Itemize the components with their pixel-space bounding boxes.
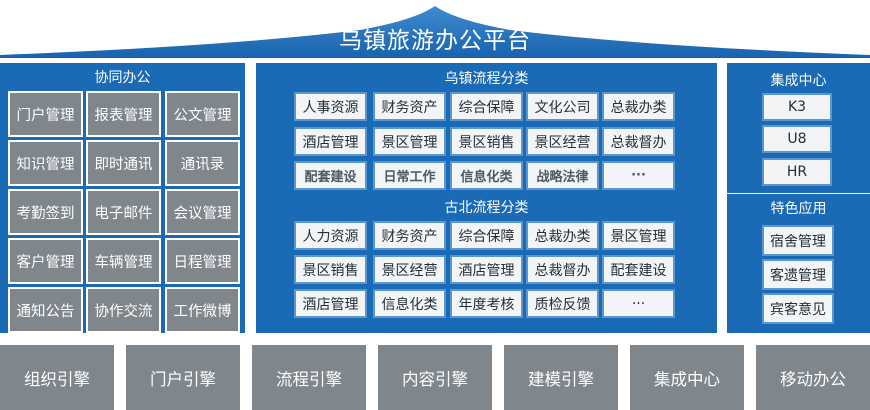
- collab-item[interactable]: 通知公告: [8, 287, 83, 333]
- wuzhen-item[interactable]: 人事资源: [294, 92, 367, 121]
- collab-item[interactable]: 电子邮件: [86, 189, 161, 235]
- collab-item[interactable]: 通讯录: [165, 140, 240, 186]
- wuzhen-item[interactable]: 总裁督办: [602, 127, 675, 156]
- wuzhen-item[interactable]: ···: [602, 161, 675, 190]
- collab-item[interactable]: 车辆管理: [86, 238, 161, 284]
- integration-item[interactable]: K3: [762, 93, 832, 121]
- collab-panel-title: 协同办公: [94, 70, 151, 86]
- gubei-item[interactable]: 质检反馈: [526, 289, 599, 318]
- collab-item[interactable]: 即时通讯: [86, 140, 161, 186]
- gubei-panel-title: 古北流程分类: [444, 200, 529, 216]
- engine-tile[interactable]: 建模引擎: [504, 345, 618, 410]
- integration-panel-title: 集成中心: [770, 73, 827, 89]
- collab-item[interactable]: 协作交流: [86, 287, 161, 333]
- gubei-item[interactable]: 财务资产: [373, 221, 446, 250]
- collab-item[interactable]: 知识管理: [8, 140, 83, 186]
- special-panel-title: 特色应用: [770, 201, 827, 217]
- collab-item[interactable]: 客户管理: [8, 238, 83, 284]
- special-item[interactable]: 宿舍管理: [762, 225, 834, 256]
- engine-tile[interactable]: 门户引擎: [126, 345, 240, 410]
- integration-item[interactable]: HR: [762, 158, 832, 186]
- collab-item[interactable]: 会议管理: [165, 189, 240, 235]
- integration-item[interactable]: U8: [762, 125, 832, 153]
- wuzhen-item[interactable]: 财务资产: [373, 92, 446, 121]
- engine-tile[interactable]: 内容引擎: [378, 345, 492, 410]
- wuzhen-item[interactable]: 日常工作: [373, 161, 446, 190]
- wuzhen-item[interactable]: 酒店管理: [294, 127, 367, 156]
- gubei-item[interactable]: 景区销售: [294, 255, 367, 284]
- wuzhen-panel-title: 乌镇流程分类: [444, 71, 529, 87]
- engine-tile[interactable]: 组织引擎: [0, 345, 114, 410]
- wuzhen-item[interactable]: 景区经营: [526, 127, 599, 156]
- wuzhen-item[interactable]: 战略法律: [526, 161, 599, 190]
- collab-item[interactable]: 报表管理: [86, 91, 161, 137]
- gubei-item[interactable]: 景区经营: [373, 255, 446, 284]
- wuzhen-item[interactable]: 景区管理: [373, 127, 446, 156]
- collab-item[interactable]: 日程管理: [165, 238, 240, 284]
- collab-item[interactable]: 考勤签到: [8, 189, 83, 235]
- collab-item[interactable]: 门户管理: [8, 91, 83, 137]
- gubei-item[interactable]: 酒店管理: [450, 255, 523, 284]
- collab-item[interactable]: 工作微博: [165, 287, 240, 333]
- engine-tile[interactable]: 移动办公: [756, 345, 870, 410]
- gubei-item[interactable]: 信息化类: [373, 289, 446, 318]
- gubei-item[interactable]: 配套建设: [602, 255, 675, 284]
- engine-tile[interactable]: 流程引擎: [252, 345, 366, 410]
- wuzhen-item[interactable]: 景区销售: [450, 127, 523, 156]
- wuzhen-item[interactable]: 信息化类: [450, 161, 523, 190]
- special-item[interactable]: 宾客意见: [762, 293, 834, 324]
- panel-divider: [727, 193, 870, 194]
- page-title: 乌镇旅游办公平台: [339, 28, 531, 54]
- engine-tile[interactable]: 集成中心: [630, 345, 744, 410]
- header-roof: [0, 6, 870, 58]
- wuzhen-item[interactable]: 总裁办类: [602, 92, 675, 121]
- gubei-item[interactable]: 总裁办类: [526, 221, 599, 250]
- gubei-item[interactable]: 年度考核: [450, 289, 523, 318]
- gubei-item[interactable]: 酒店管理: [294, 289, 367, 318]
- wuzhen-item[interactable]: 文化公司: [526, 92, 599, 121]
- gubei-item[interactable]: 人力资源: [294, 221, 367, 250]
- gubei-item[interactable]: ···: [602, 289, 675, 318]
- collab-item[interactable]: 公文管理: [165, 91, 240, 137]
- gubei-item[interactable]: 综合保障: [450, 221, 523, 250]
- wuzhen-item[interactable]: 综合保障: [450, 92, 523, 121]
- gubei-item[interactable]: 景区管理: [602, 221, 675, 250]
- gubei-item[interactable]: 总裁督办: [526, 255, 599, 284]
- special-item[interactable]: 客遗管理: [762, 259, 834, 290]
- wuzhen-item[interactable]: 配套建设: [294, 161, 367, 190]
